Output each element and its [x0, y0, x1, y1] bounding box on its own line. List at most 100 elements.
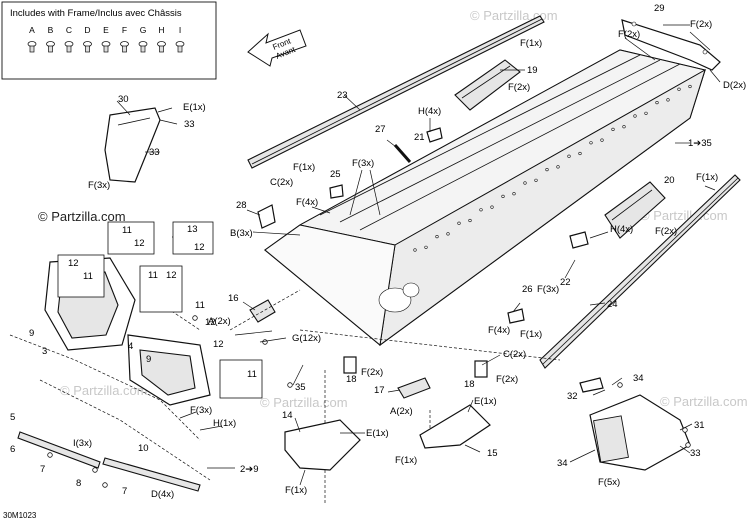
rivet-hole — [644, 111, 648, 115]
fastener-dot — [47, 452, 53, 458]
callout-label-p12a: 12 — [134, 238, 145, 249]
bracket-4 — [127, 334, 211, 406]
callout-labels: 29F(2x)F(2x)F(1x)D(2x)19F(2x)23H(4x)2127… — [10, 3, 746, 500]
callout-label-p3: 3 — [42, 346, 47, 357]
callout-label-p34a: 34 — [633, 373, 644, 384]
callout-label-d4x: D(4x) — [151, 489, 174, 500]
callout-label-p11d: 11 — [195, 300, 205, 311]
bracket-28 — [257, 204, 276, 229]
callout-label-b3x: B(3x) — [230, 228, 253, 239]
fastener-icon — [27, 41, 37, 53]
callout-label-p6: 6 — [10, 444, 15, 455]
callout-label-f3x_l: F(3x) — [190, 405, 212, 416]
callout-label-p29: 29 — [654, 3, 665, 14]
callout-label-p135: 1➔35 — [688, 138, 712, 149]
legend-letter: B — [48, 25, 54, 35]
legend-letter: A — [29, 25, 35, 35]
legend-letter: H — [158, 25, 164, 35]
rivet-hole — [424, 245, 428, 249]
bracket-31 — [589, 394, 691, 471]
rivet-hole — [523, 181, 527, 185]
callout-label-f3x_26: F(3x) — [537, 284, 559, 295]
callout-label-p26: 26 — [522, 284, 533, 295]
watermark-text: © Partzilla.com — [470, 8, 558, 23]
part-17 — [397, 377, 431, 399]
rivet-hole — [512, 192, 516, 196]
rivet-hole — [666, 98, 670, 102]
callout-label-e1x_17: E(1x) — [474, 396, 497, 407]
fastener-dot — [685, 442, 691, 448]
callout-label-f1x_r: F(1x) — [696, 172, 718, 183]
fastener-icon — [175, 41, 185, 53]
bar-5 — [17, 431, 101, 469]
callout-box-13-12 — [172, 221, 214, 255]
tunnel-holes — [413, 84, 692, 252]
part-15 — [419, 404, 491, 449]
callout-label-f2x_18b: F(2x) — [496, 374, 518, 385]
assembly-lines — [9, 289, 561, 505]
callout-label-p11b: 11 — [83, 271, 93, 282]
callout-label-p28: 28 — [236, 200, 247, 211]
callout-label-e1x_14: E(1x) — [366, 428, 389, 439]
rivet-hole — [446, 232, 450, 236]
watermark-main: © Partzilla.com — [38, 209, 126, 224]
part-14 — [284, 419, 361, 471]
rivet-hole — [578, 151, 582, 156]
legend-letter: G — [140, 25, 147, 35]
callout-label-p9b: 9 — [146, 354, 151, 365]
callout-label-p18b: 18 — [464, 379, 475, 390]
rivet-hole — [633, 114, 637, 118]
callout-label-c2x_24: C(2x) — [503, 349, 526, 360]
callout-label-p16: 16 — [228, 293, 239, 304]
plate-18b — [474, 360, 488, 378]
callout-label-h4x: H(4x) — [418, 106, 441, 117]
callout-label-p5: 5 — [10, 412, 15, 423]
callout-label-f1x_mid: F(1x) — [293, 162, 315, 173]
callout-box-11-12d — [219, 359, 263, 399]
callout-label-f5x: F(5x) — [598, 477, 620, 488]
fastener-dot — [92, 467, 98, 473]
callout-label-f1x_24: F(1x) — [520, 329, 542, 340]
callout-label-f2x_tr: F(2x) — [690, 19, 712, 30]
legend-letter: E — [103, 25, 109, 35]
callout-label-f2x_19: F(2x) — [508, 82, 530, 93]
callout-label-p12e: 12 — [213, 339, 224, 350]
clip-25 — [329, 184, 344, 199]
callout-label-p12b: 12 — [68, 258, 79, 269]
rivet-hole — [457, 221, 461, 225]
rivet-hole — [688, 84, 692, 89]
rivet-hole — [479, 208, 483, 212]
rail-23 — [247, 15, 545, 169]
callout-label-p30: 30 — [118, 94, 129, 105]
rivet-hole — [435, 235, 439, 239]
callout-label-f1x_15: F(1x) — [395, 455, 417, 466]
callout-label-p23: 23 — [337, 90, 348, 101]
legend-box: Includes with Frame/Inclus avec Châssis … — [1, 1, 217, 80]
callout-label-p20: 20 — [664, 175, 675, 186]
plate-32 — [579, 377, 604, 393]
legend-title: Includes with Frame/Inclus avec Châssis — [10, 8, 182, 19]
rivet-hole — [600, 138, 604, 142]
callout-box-11-12b — [57, 254, 105, 298]
fastener-dot — [262, 339, 268, 345]
rivet-hole — [501, 194, 505, 198]
rivet-hole — [490, 205, 494, 209]
callout-label-p31: 31 — [694, 420, 705, 431]
callout-label-p19: 19 — [527, 65, 538, 76]
rivet-hole — [567, 154, 571, 158]
callout-label-p21: 21 — [414, 132, 425, 143]
fastener-icon — [157, 41, 166, 53]
rivet-hole — [677, 87, 681, 91]
clip-22 — [569, 231, 589, 249]
callout-label-a2x_17: A(2x) — [390, 406, 413, 417]
rail-24 — [539, 174, 741, 369]
callout-label-h4x_r: H(4x) — [610, 224, 633, 235]
callout-label-f2x_top: F(2x) — [618, 29, 640, 40]
fastener-icon — [64, 41, 74, 53]
rivet-hole — [622, 125, 626, 129]
clip-21 — [426, 127, 443, 143]
bar-10 — [102, 457, 201, 492]
callout-label-p32: 32 — [567, 391, 578, 402]
callout-label-p17: 17 — [374, 385, 385, 396]
